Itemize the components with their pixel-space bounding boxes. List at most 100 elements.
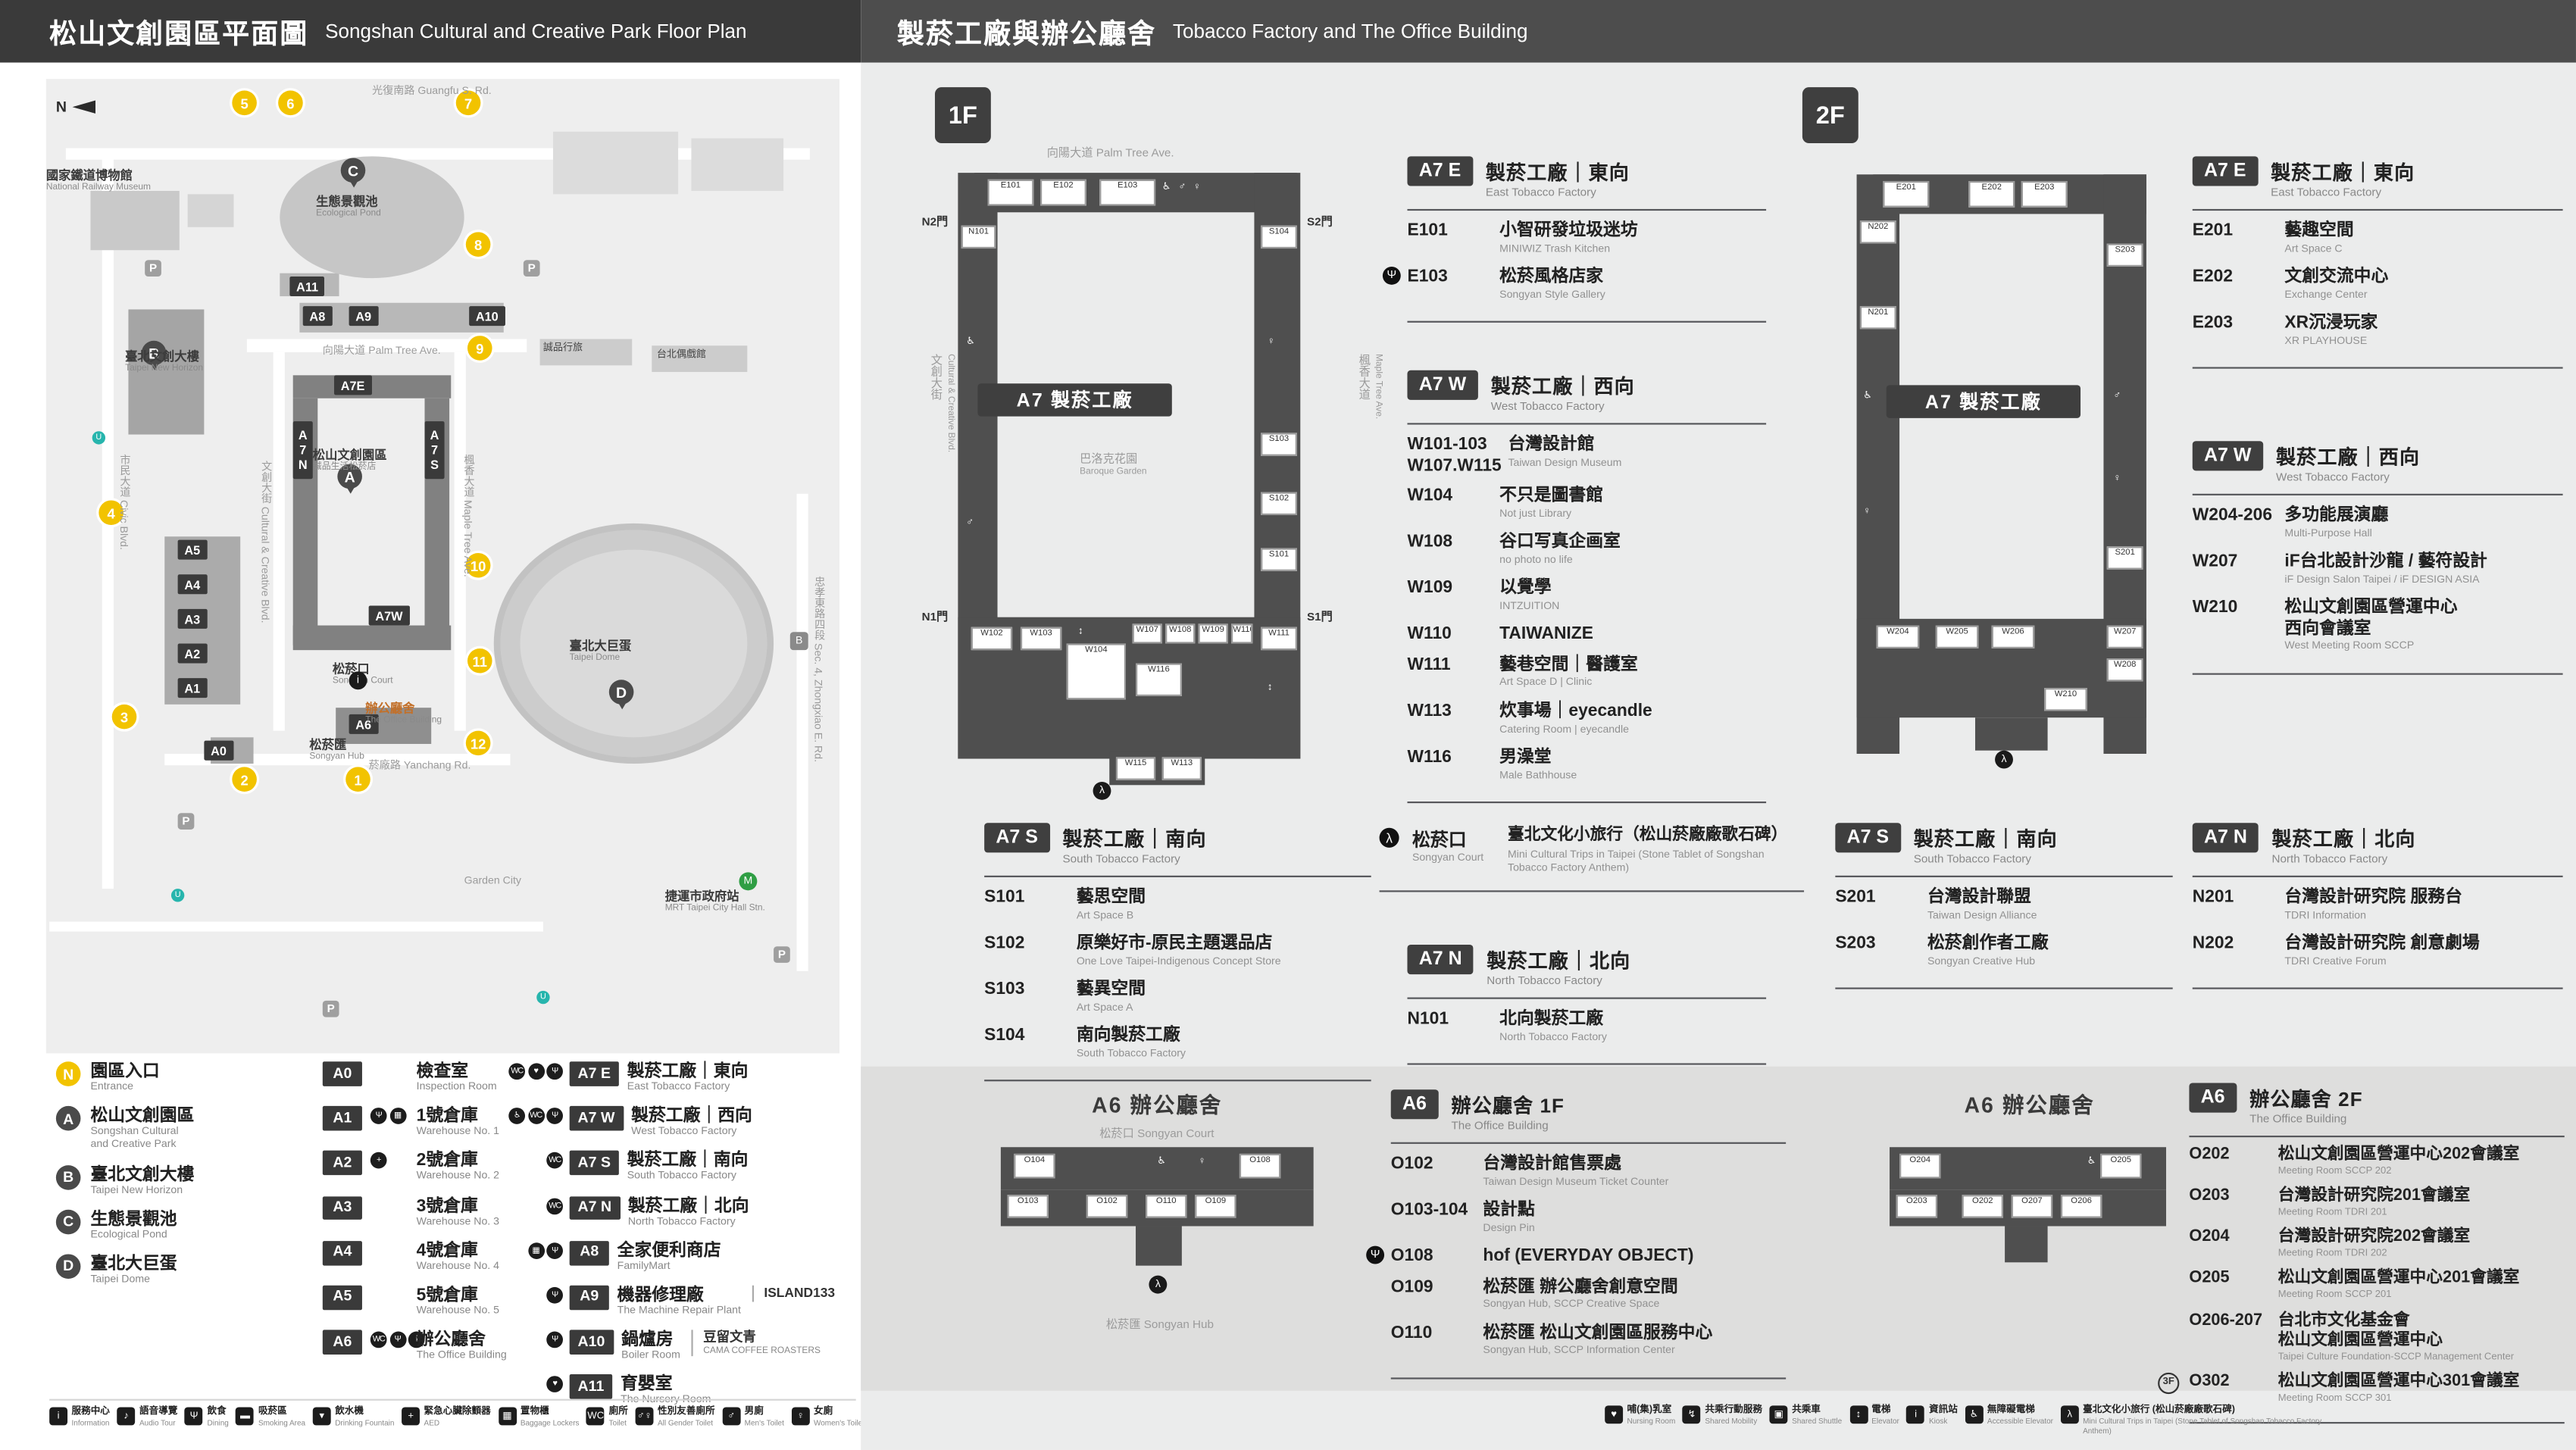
directory-row: W207 iF台北設計沙龍 / 藝符設計 iF Design Salon Tai… [2193,552,2563,588]
room: O203 [1896,1195,1938,1218]
room-code-label: O102 [1096,1196,1118,1207]
room-code: S103 [984,979,1025,999]
legend-building: A3 3號倉庫 Warehouse No. 3 [322,1195,517,1229]
room-code-label: S104 [1268,227,1290,237]
amenity-legend-item: ♂ 男廁 Men's Toilet [722,1407,784,1428]
directory-row: E203 XR沉浸玩家 XR PLAYHOUSE [2193,313,2563,349]
section-title: 製菸工廠｜北向 North Tobacco Factory [2271,823,2415,866]
section-title: 製菸工廠｜西向 West Tobacco Factory [1491,370,1635,413]
building-code-badge: A4 [322,1240,362,1265]
legend-place-marker: C [55,1209,81,1234]
map-building-label: A1 [177,678,207,698]
room: S201 [2106,546,2143,570]
amenity-label: 性別友善廁所 All Gender Toilet [657,1407,715,1428]
room: S104 [1261,225,1297,249]
amenity-legend-row: ♥ 哺(集)乳室 Nursing Room ↯ 共乘行動服務 Shared Mo… [1605,1399,2330,1436]
building-code-badge: A7 S [569,1151,619,1176]
room: O207 [2011,1195,2053,1218]
legend-place-label: 松山文創園區 Songshan Cultural and Creative Pa… [90,1106,195,1152]
map-poi-icon: λ [1995,750,2013,769]
section-a7w-1f: A7 W 製菸工廠｜西向 West Tobacco Factory W101-1… [1407,370,1767,804]
directory-row: W210 松山文創園區營運中心 西向會議室 West Meeting Room … [2193,598,2563,655]
toilet-icon: WC [527,1108,545,1125]
amenity-icons: WC [507,1195,563,1214]
toilet-icon: WC [546,1152,563,1170]
plan-label-zh: S2門 [1306,217,1333,229]
right-header: 製菸工廠與辦公廳舍 Tobacco Factory and The Office… [861,0,2576,63]
directory-row: E201 藝趣空間 Art Space C [2193,220,2563,257]
map-building-label: A7S [424,421,445,480]
map-label-en: Ecological Pond [316,209,381,220]
room-code-label: W103 [1030,628,1052,639]
section-title-zh: 製菸工廠｜東向 [1485,161,1630,185]
room-name: 以覺學 INTZUITION [1499,578,1560,612]
amenity-label: 電梯 Elevator [1871,1405,1899,1426]
floor-3f-badge: 3F [2158,1372,2180,1395]
plan-label: N1門 [922,611,949,626]
map-building-label: A7N [292,421,313,480]
room-code-label: W206 [2002,627,2024,637]
building-code-badge: A9 [569,1285,609,1310]
room-name: 藝巷空間｜醫護室 Art Space D | Clinic [1499,655,1638,689]
court-title-zh: 松菸口 [1412,831,1467,852]
amenity-legend-item: ▾ 飲水機 Drinking Fountain [312,1407,394,1428]
left-header-title-en: Songshan Cultural and Creative Park Floo… [325,20,747,43]
entrance-marker: 5 [232,90,257,116]
amenity-legend-item: i 資訊站 Kiosk [1906,1405,1958,1427]
room-code-label: S102 [1268,493,1290,504]
room-code: O103-104 [1390,1199,1468,1220]
amenity-label: 置物櫃 Baggage Lockers [520,1407,580,1428]
map-label: 台北偶戲館 [657,351,706,363]
map-building-label: A7W [368,605,410,626]
plan-amenity-glyph: ♀ [1198,1157,1206,1167]
room: E202 [1968,180,2015,208]
toilet-icon: WC [508,1063,526,1080]
room-code-label: W205 [1946,627,1968,637]
map-label: 忠孝東路四段 Sec. 4, Zhongxiao E. Rd. [810,576,823,762]
plan-label: 向陽大道 Palm Tree Ave. [1047,146,1174,161]
legend-building-label: 製菸工廠｜東向 East Tobacco Factory [627,1061,749,1093]
room-code: O205 [2189,1269,2230,1288]
room-code-label: N201 [1868,308,1889,318]
section-title-en: The Office Building [2249,1114,2347,1126]
map-label: 辦公廳舍 The Office Building [365,701,442,727]
right-header-title-zh: 製菸工廠與辦公廳舍 [897,20,1157,50]
room-code-label: W210 [2054,689,2077,700]
legend-building-label: 鍋爐房 Boiler Room [621,1330,680,1362]
building-code-badge: A11 [569,1374,613,1400]
map-label: 生態景觀池 Ecological Pond [316,194,381,220]
room-code: W109 [1407,578,1453,598]
room-code-label: O204 [1909,1155,1931,1166]
section-title: 辦公廳舍 1F The Office Building [1452,1089,1565,1133]
room-code: O108 [1390,1245,1433,1266]
section-a7s-2f: A7 S 製菸工廠｜南向 South Tobacco Factory S201 … [1835,823,2173,989]
amenity-legend-row: i 服務中心 Information ♪ 語音導覽 Audio Tour Ψ 飲… [49,1398,950,1429]
room-code: S203 [1835,933,1876,953]
room: W108 [1165,623,1196,644]
amenity-legend-item: ♀ 女廁 Women's Toilet [791,1407,864,1428]
shared-mobility-icon: ↯ [1683,1405,1701,1424]
map-building [280,156,464,279]
legend-building: Ψ A9 機器修理廠 The Machine Repair Plant ISLA… [507,1285,856,1319]
room-name: 南向製菸工廠 South Tobacco Factory [1076,1025,1186,1060]
section-header: A7 S 製菸工廠｜南向 South Tobacco Factory [1835,823,2173,877]
map-label-zh: 文創大街 Cultural & Creative Blvd. [258,461,270,623]
room-code-label: N202 [1868,222,1889,233]
plan-building-badge: A7 製菸工廠 [977,383,1172,417]
room-code-label: E203 [2034,183,2055,193]
building-code-badge: A6 [322,1330,362,1355]
map-label: 光復南路 Guangfu S. Rd. [372,86,492,99]
room-code-label: E103 [1117,180,1138,192]
legend-building: WC A7 N 製菸工廠｜北向 North Tobacco Factory [507,1195,856,1229]
directory-list: O102 台灣設計館售票處 Taiwan Design Museum Ticke… [1366,1154,1787,1379]
amenity-label: 男廁 Men's Toilet [744,1407,784,1428]
building-band [2005,1226,2048,1263]
road [796,493,808,971]
amenity-legend-item: i 服務中心 Information [49,1407,110,1428]
